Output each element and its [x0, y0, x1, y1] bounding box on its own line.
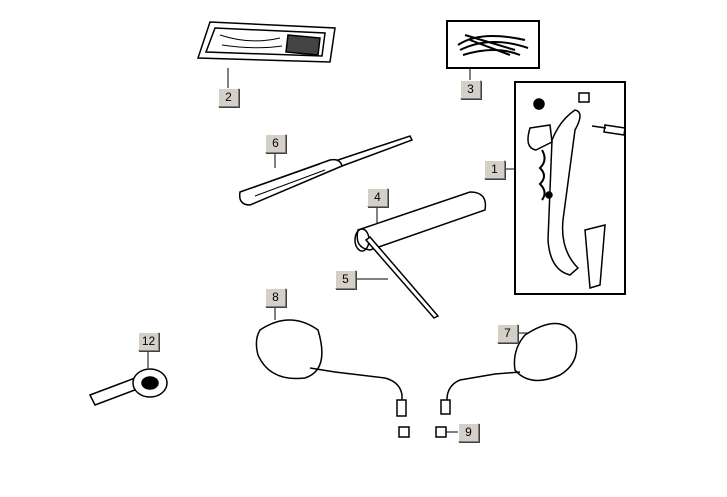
key-drawing	[88, 368, 168, 406]
mirror-nuts-drawing	[398, 426, 447, 438]
callout-2[interactable]: 2	[218, 88, 239, 107]
side-stand-drawing	[514, 81, 626, 295]
tool-pouch-drawing	[196, 21, 336, 63]
callout-9[interactable]: 9	[458, 423, 479, 442]
callout-6[interactable]: 6	[265, 134, 286, 153]
tommy-bar-drawing	[364, 235, 440, 319]
callout-8[interactable]: 8	[265, 288, 286, 307]
callout-12[interactable]: 12	[138, 332, 159, 351]
left-mirror-drawing	[255, 319, 407, 417]
right-mirror-drawing	[440, 322, 578, 415]
hardware-bag-drawing	[446, 20, 540, 69]
callout-4[interactable]: 4	[367, 188, 388, 207]
leader-lines	[147, 68, 530, 433]
callout-7[interactable]: 7	[497, 324, 518, 343]
callout-5[interactable]: 5	[335, 270, 356, 289]
callout-1[interactable]: 1	[484, 160, 505, 179]
screwdriver-drawing	[238, 135, 414, 206]
callout-3[interactable]: 3	[460, 80, 481, 99]
